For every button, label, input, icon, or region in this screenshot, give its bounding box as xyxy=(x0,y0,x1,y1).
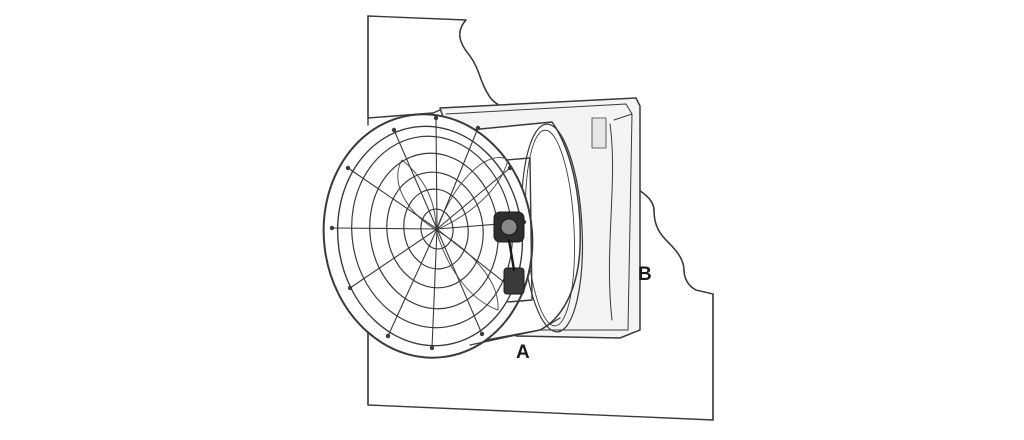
motor-hub xyxy=(500,218,518,236)
frame-corner-bracket xyxy=(591,117,607,149)
motor-drive-belt xyxy=(507,238,516,272)
fan-guard-spokes xyxy=(331,117,525,349)
callout-label-b: B xyxy=(638,264,652,285)
fan-motor-assembly xyxy=(493,157,533,303)
drum-lower-flange xyxy=(469,317,561,346)
motor-mount-bracket xyxy=(505,157,533,303)
wall-torn-edge-top xyxy=(459,19,506,109)
callout-label-a: A xyxy=(516,342,530,363)
motor-belt-guard xyxy=(503,267,525,295)
wall-panel xyxy=(367,15,506,119)
wall-torn-edge-right xyxy=(627,184,714,421)
housing-frame-edge xyxy=(608,113,633,321)
